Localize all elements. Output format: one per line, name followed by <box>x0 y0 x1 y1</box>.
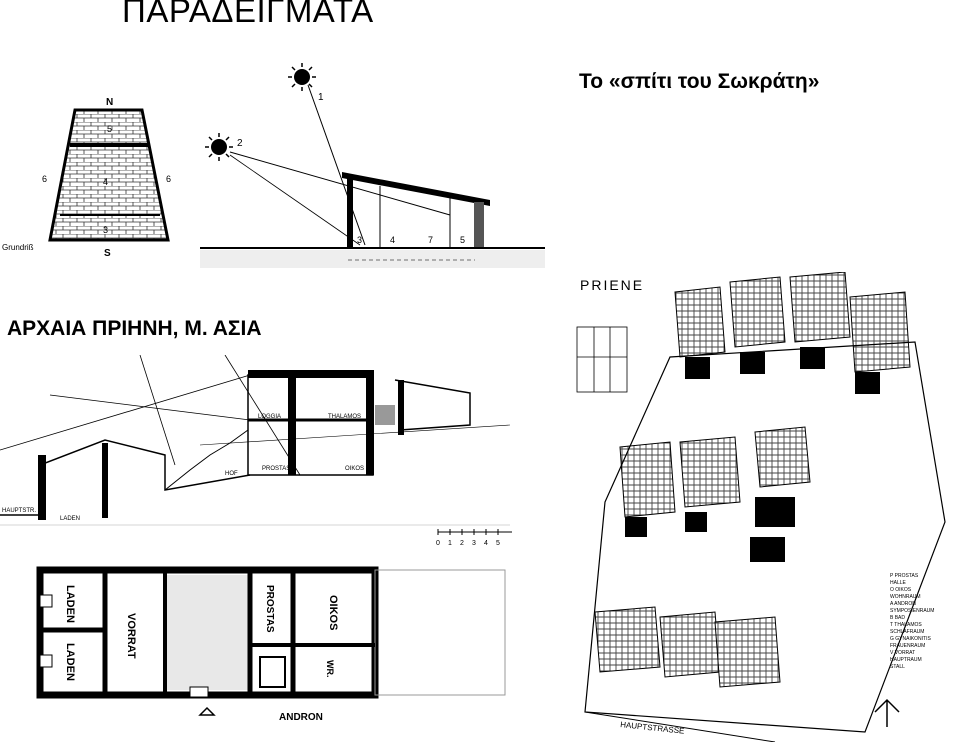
plan-outline <box>48 108 170 242</box>
north-arrow-icon <box>198 706 216 716</box>
priene-axonometric-drawing: PRIENE HAUPTSTRASSE P PROSTAS HALLE O OI… <box>576 272 946 742</box>
legend-item: G GYNAIKONITIS <box>890 636 932 642</box>
r5-label: 5 <box>460 235 465 245</box>
laden-1-label: LADEN <box>64 585 76 623</box>
roof-block <box>594 272 911 688</box>
scale-tick: 0 <box>436 540 440 547</box>
key-plan-inset <box>576 326 628 393</box>
legend-item: T THALAMOS <box>890 622 922 628</box>
room-4-label: 4 <box>103 177 108 187</box>
loggia-label: LOGGIA <box>258 414 281 420</box>
legend-item: P PROSTAS <box>890 573 919 579</box>
legend-item: O OIKOS <box>890 587 912 593</box>
north-arrow-icon <box>874 698 900 727</box>
legend-item: HAUPTRAUM <box>890 657 922 663</box>
sloped-roof <box>342 172 490 206</box>
scale-tick: 2 <box>460 540 464 547</box>
legend: P PROSTAS HALLE O OIKOS WOHNRAUM A ANDRO… <box>890 573 934 670</box>
hof-label: HOF <box>225 471 238 477</box>
street-label: HAUPTSTRASSE <box>620 720 685 736</box>
priene-caption: ΑΡΧΑΙΑ ΠΡΙΗΝΗ, Μ. ΑΣΙΑ <box>7 317 262 340</box>
legend-item: WOHNRAUM <box>890 594 921 600</box>
scale-tick: 4 <box>484 540 488 547</box>
legend-item: HALLE <box>890 580 907 586</box>
grundriss-label: Grundriß <box>2 243 34 252</box>
laden-2-label: LADEN <box>64 643 76 681</box>
north-label: N <box>106 97 113 108</box>
page-title: ΠΑΡΑΔΕΙΓΜΑΤΑ <box>122 0 374 29</box>
legend-item: FRAUENRAUM <box>890 643 925 649</box>
r4-label: 4 <box>390 235 395 245</box>
legend-item: STALL <box>890 664 905 670</box>
thalamos-label: THALAMOS <box>328 414 361 420</box>
room-3-label: 3 <box>103 225 108 235</box>
scale-tick: 1 <box>448 540 452 547</box>
socrates-plan-drawing: N S Grundriß 6 6 5 4 3 <box>2 97 171 259</box>
socrates-house-caption: Το «σπίτι του Σωκράτη» <box>579 70 820 93</box>
laden-section-label: LADEN <box>60 516 80 522</box>
legend-item: V VORRAT <box>890 650 915 656</box>
prostas-plan-label: PROSTAS <box>264 585 275 633</box>
scale-tick: 5 <box>496 540 500 547</box>
socrates-section-drawing: 1 2 3 4 7 5 <box>200 63 545 268</box>
scale-tick: 3 <box>472 540 476 547</box>
south-label: S <box>104 248 111 259</box>
legend-item: B BAD <box>890 615 905 621</box>
r7-label: 7 <box>428 235 433 245</box>
oikos-plan-label: OIKOS <box>327 595 339 630</box>
vorrat-label: VORRAT <box>125 613 137 659</box>
side-right-label: 6 <box>166 174 171 184</box>
side-left-label: 6 <box>42 174 47 184</box>
sun-icon <box>205 133 233 161</box>
legend-item: SYMPOSIENRAUM <box>890 608 934 614</box>
legend-item: SCHLAFRAUM <box>890 629 924 635</box>
r3-label: 3 <box>357 235 362 245</box>
sun-icon <box>288 63 316 91</box>
prostas-section-label: PROSTAS <box>262 466 290 472</box>
priene-section-drawing: LOGGIA THALAMOS OIKOS HOF PROSTAS HAUPTS… <box>0 355 512 547</box>
hauptstr-label: HAUPTSTR. <box>2 508 36 514</box>
scale-bar: 0 1 2 3 4 5 <box>436 529 512 547</box>
sun-1-label: 1 <box>318 92 324 103</box>
legend-item: A ANDRON <box>890 601 916 607</box>
oikos-section-label: OIKOS <box>345 466 364 472</box>
priene-title: PRIENE <box>580 277 644 293</box>
sun-2-label: 2 <box>237 138 243 149</box>
priene-plan-drawing: LADEN LADEN VORRAT PROSTAS OIKOS WR. AND… <box>36 566 506 723</box>
andron-label: ANDRON <box>279 712 323 723</box>
room-5-label: 5 <box>107 124 112 134</box>
wr-label: WR. <box>325 660 335 678</box>
